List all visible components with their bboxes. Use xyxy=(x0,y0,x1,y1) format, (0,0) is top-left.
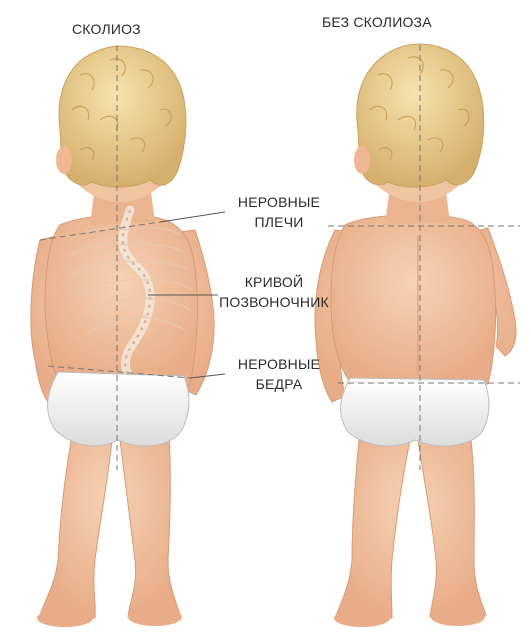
left-child-legs xyxy=(40,420,180,618)
child-with-scoliosis xyxy=(31,46,214,627)
right-child-legs xyxy=(336,430,486,618)
curved-spine-line1: КРИВОЙ xyxy=(206,272,342,292)
uneven-shoulders-line2: ПЛЕЧИ xyxy=(224,212,334,232)
shoulder-leader xyxy=(160,212,225,222)
right-child-diaper xyxy=(341,378,489,446)
scoliosis-title: СКОЛИОЗ xyxy=(72,19,141,39)
left-child-hair xyxy=(59,46,186,187)
curved-spine-line2: ПОЗВОНОЧНИК xyxy=(206,292,342,312)
uneven-shoulders-label: НЕРОВНЫЕ ПЛЕЧИ xyxy=(224,192,334,232)
no-scoliosis-title: БЕЗ СКОЛИОЗА xyxy=(322,12,432,32)
uneven-shoulders-line1: НЕРОВНЫЕ xyxy=(224,192,334,212)
uneven-hips-line1: НЕРОВНЫЕ xyxy=(224,354,334,374)
right-child-torso xyxy=(331,215,496,384)
uneven-hips-label: НЕРОВНЫЕ БЕДРА xyxy=(224,354,334,394)
uneven-hips-line2: БЕДРА xyxy=(224,374,334,394)
child-without-scoliosis xyxy=(315,44,516,627)
curved-spine-label: КРИВОЙ ПОЗВОНОЧНИК xyxy=(206,272,342,312)
left-child-diaper xyxy=(48,372,189,446)
